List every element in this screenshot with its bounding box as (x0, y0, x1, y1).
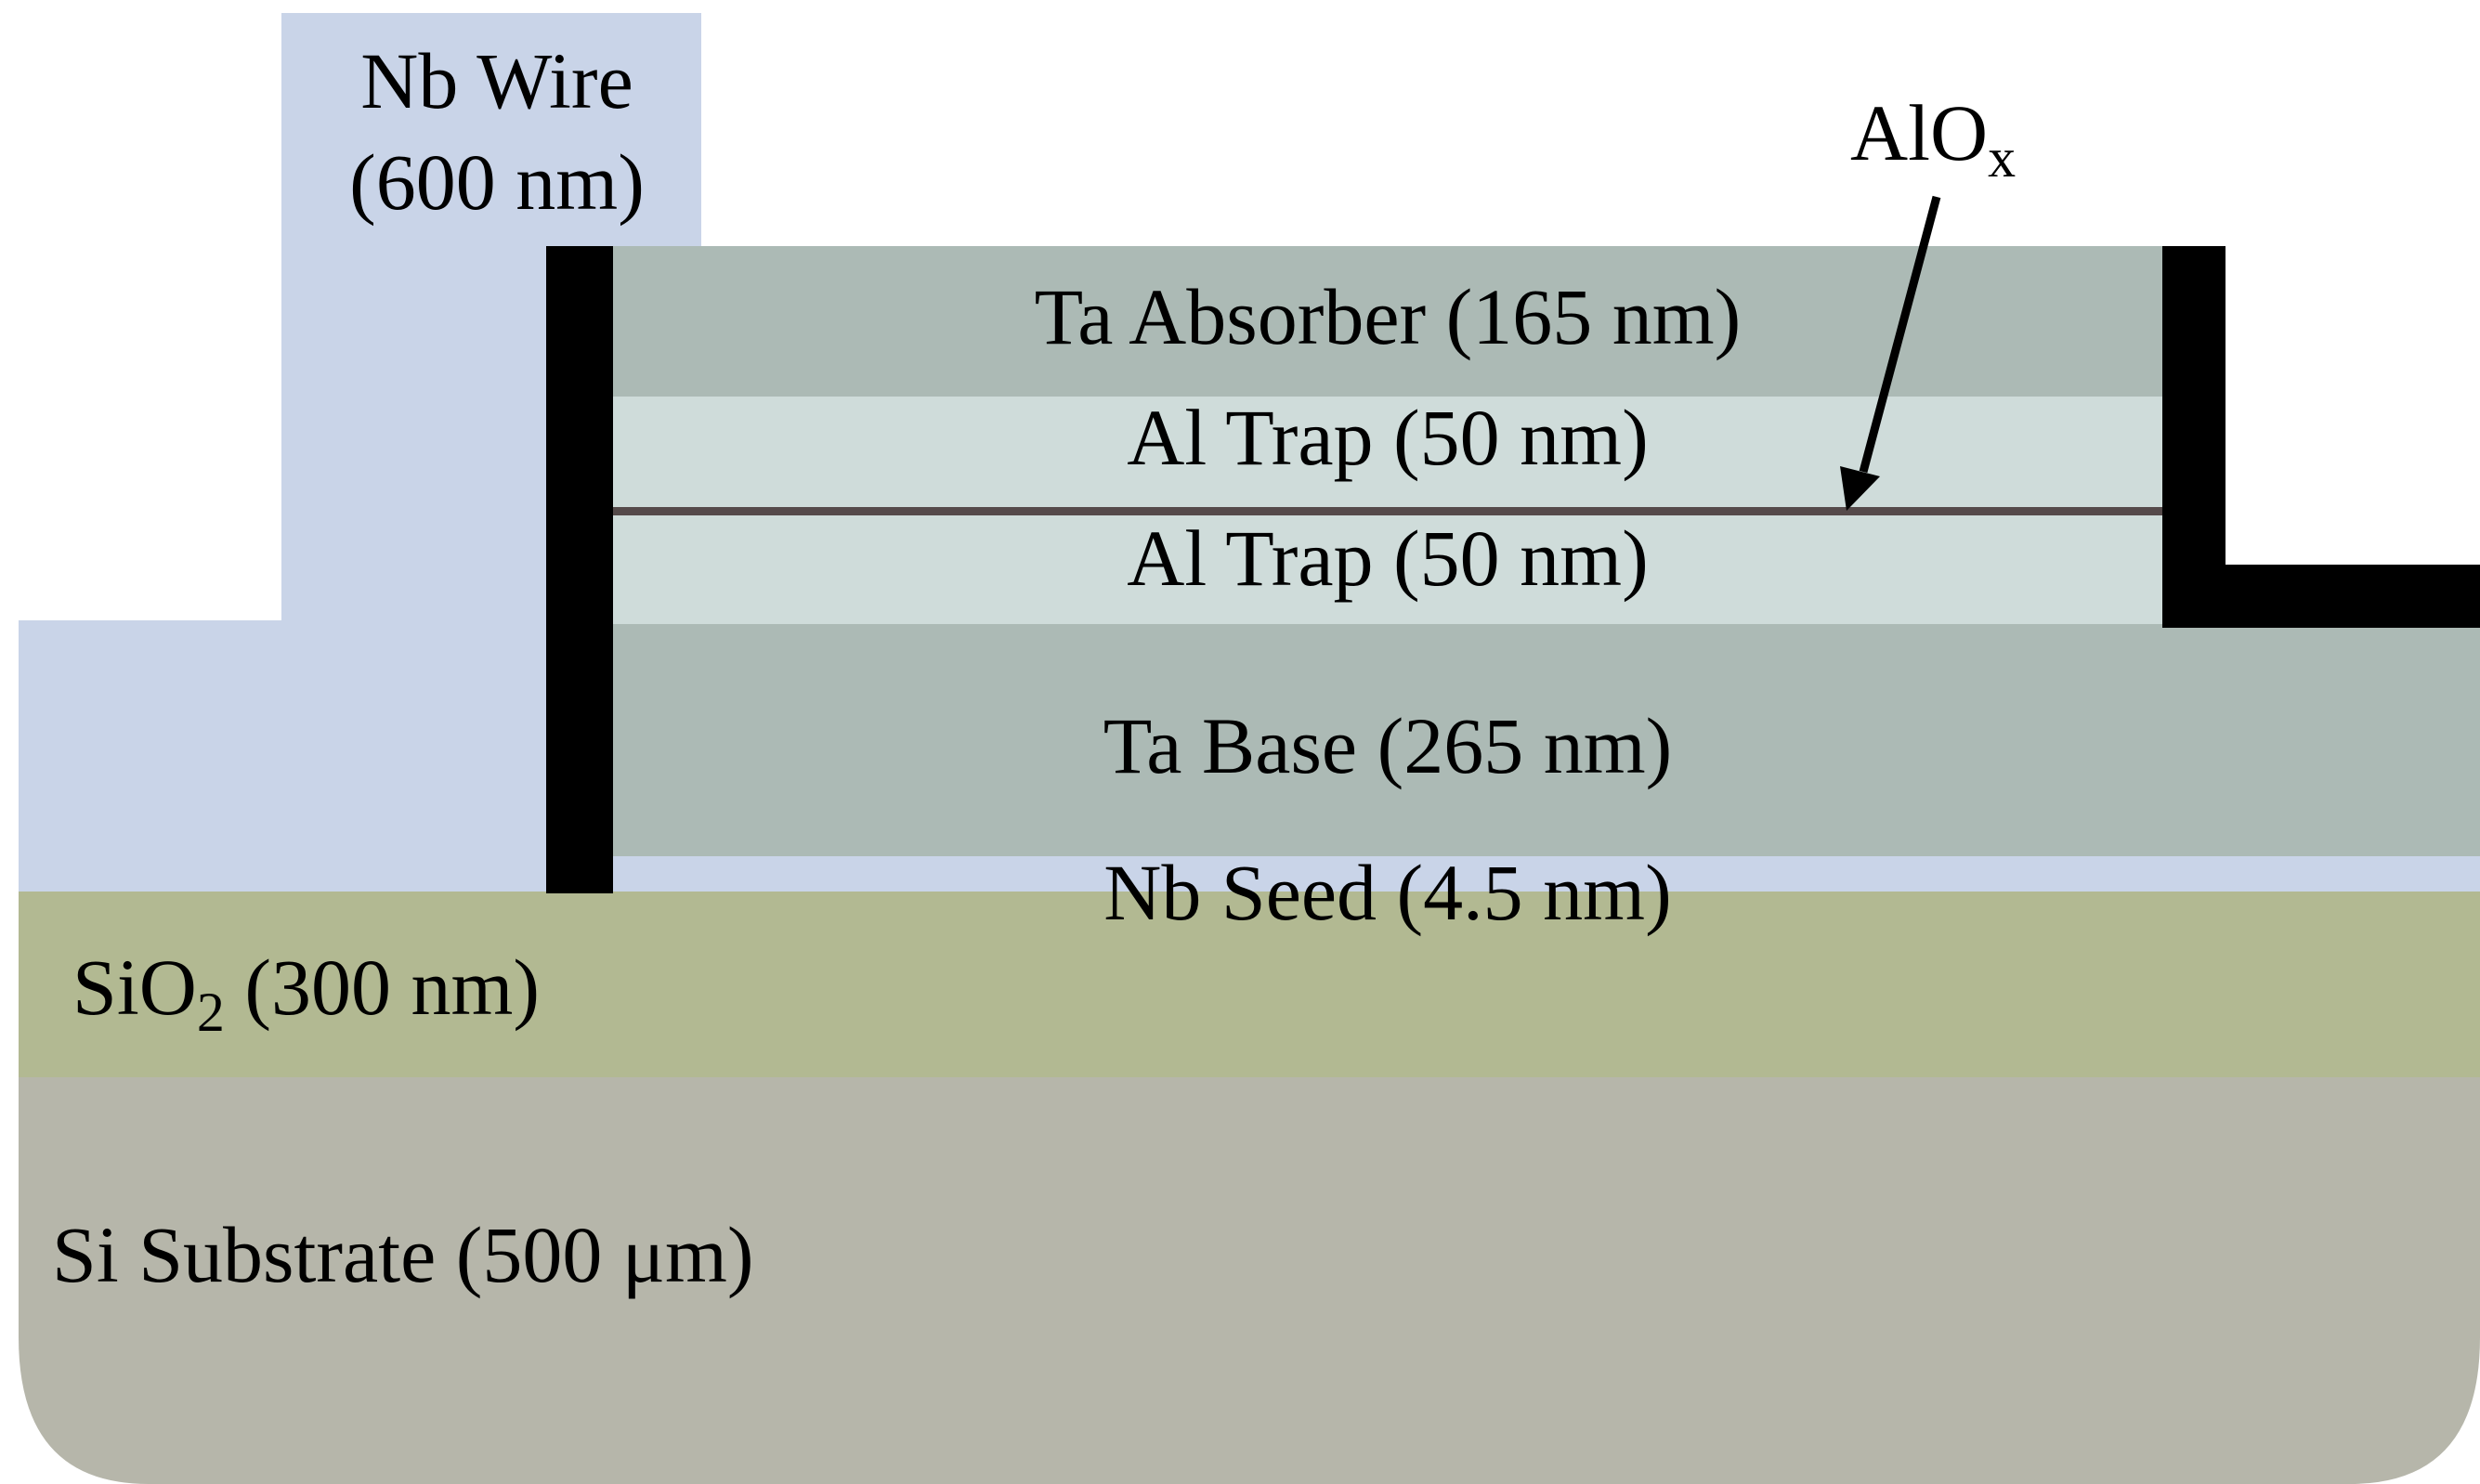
al-trap-top-label: Al Trap (50 nm) (1127, 393, 1648, 482)
alox-barrier-line (613, 507, 2162, 515)
sio2-label-prefix: SiO (72, 943, 197, 1032)
nb-wire-thickness-label: (600 nm) (349, 137, 645, 227)
sio2-layer (19, 892, 2480, 1077)
sio2-label-subscript: 2 (197, 982, 225, 1043)
al-trap-top-layer (613, 397, 2162, 513)
left-insulator-wall (546, 246, 613, 893)
alox-label-subscript: x (1988, 127, 2016, 189)
sio2-label-suffix: (300 nm) (225, 943, 540, 1032)
nb-wire-label: Nb Wire (360, 36, 633, 125)
al-trap-bottom-label: Al Trap (50 nm) (1127, 514, 1648, 603)
ta-base-layer (613, 624, 2480, 856)
alox-label-base: AlO (1850, 88, 1988, 177)
al-trap-bottom-layer (613, 513, 2162, 624)
ta-base-label: Ta Base (265 nm) (1103, 701, 1673, 790)
alox-label: AlOx (1850, 88, 2016, 189)
nb-seed-layer (613, 856, 2480, 892)
alox-arrow (1840, 195, 1941, 511)
right-insulator-step (2162, 246, 2480, 628)
si-substrate-label: Si Substrate (500 μm) (52, 1210, 754, 1299)
ta-absorber-label: Ta Absorber (165 nm) (1035, 272, 1742, 361)
sio2-label: SiO2 (300 nm) (72, 943, 540, 1043)
si-substrate-layer (19, 1077, 2480, 1484)
nb-seed-label: Nb Seed (4.5 nm) (1103, 848, 1671, 937)
